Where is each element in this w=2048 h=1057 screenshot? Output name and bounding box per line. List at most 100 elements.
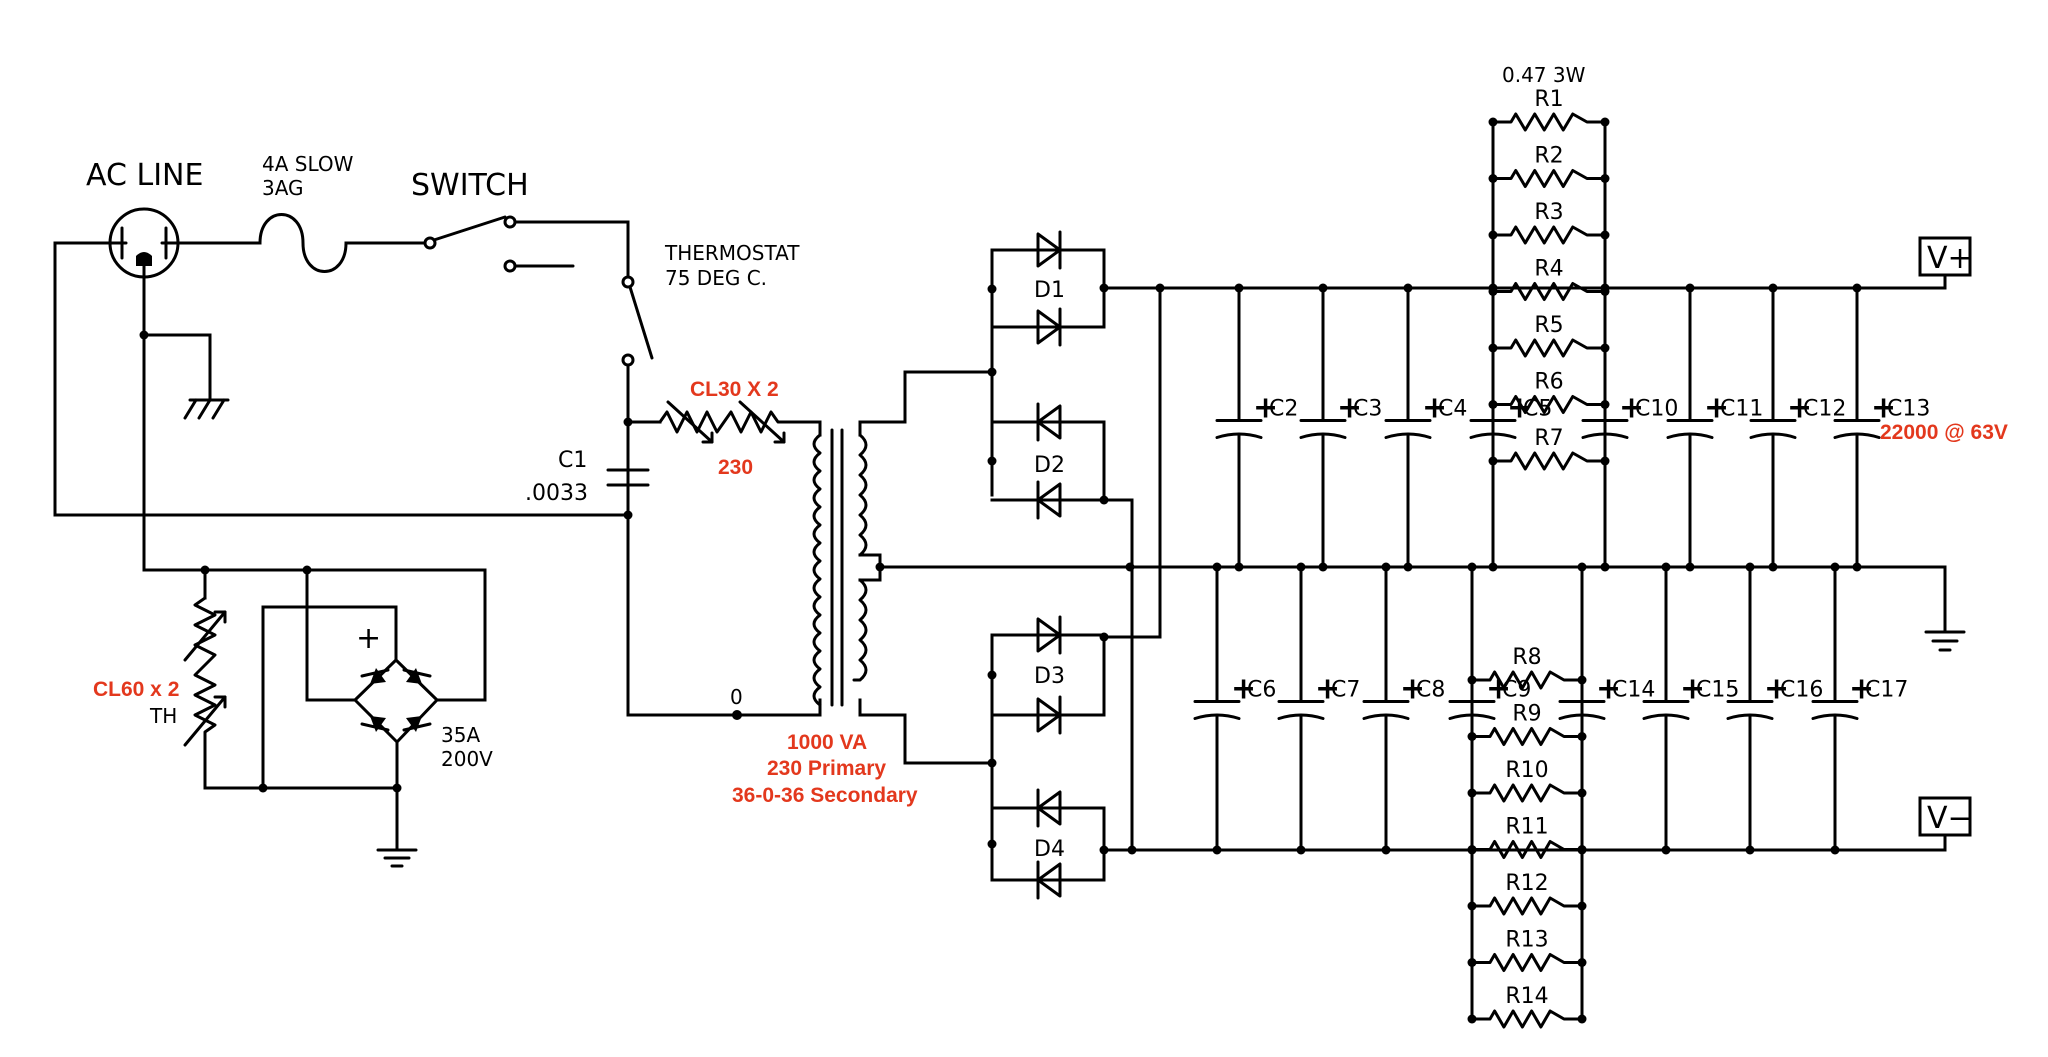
- junction-dot: [1852, 562, 1862, 572]
- capacitor-label: C7: [1331, 678, 1360, 703]
- ac-line-label: AC LINE: [86, 158, 203, 193]
- th-label: TH: [149, 704, 177, 728]
- polarity-plus: +: [1337, 391, 1362, 426]
- junction-dot: [139, 330, 149, 340]
- polarity-plus: +: [1596, 672, 1621, 707]
- capacitor-c8-icon: +C8: [1362, 565, 1445, 852]
- bridge-plus-label: +: [356, 621, 381, 656]
- diode-4-icon: [1036, 788, 1062, 900]
- capacitor-c1-icon: [606, 468, 650, 487]
- junction-dot: [1467, 901, 1477, 911]
- junction-dot: [1381, 845, 1391, 855]
- junction-dot: [623, 417, 633, 427]
- junction-dot: [1212, 845, 1222, 855]
- capacitor-c7-icon: +C7: [1277, 565, 1360, 852]
- junction-dot: [1600, 230, 1610, 240]
- resistor-r13-icon: [1470, 953, 1584, 972]
- junction-dot: [1488, 562, 1498, 572]
- power-switch-icon: [423, 215, 575, 273]
- transformer-va-label: 1000 VA: [787, 731, 867, 754]
- bridge-voltage-label: 200V: [441, 747, 493, 771]
- junction-dot: [302, 565, 312, 575]
- resistor-r10-icon: [1470, 783, 1584, 803]
- junction-dot: [1127, 845, 1137, 855]
- polarity-plus: +: [1764, 672, 1789, 707]
- resistor-label: R5: [1534, 313, 1563, 338]
- resistor-r11-icon: [1470, 840, 1584, 859]
- resistor-r8-icon: [1470, 670, 1584, 690]
- junction-dot: [1685, 562, 1695, 572]
- switch-label: SWITCH: [411, 168, 529, 203]
- junction-dot: [392, 783, 402, 793]
- capacitor-c16-icon: +C16: [1726, 565, 1823, 852]
- junction-dot: [258, 783, 268, 793]
- cl30-thermistor-icon: [658, 400, 787, 444]
- junction-dot: [987, 758, 997, 768]
- junction-dot: [1768, 562, 1778, 572]
- junction-dot: [1600, 562, 1610, 572]
- junction-dot: [1212, 562, 1222, 572]
- junction-dot: [1099, 495, 1109, 505]
- v-minus-terminal: [1918, 796, 1972, 837]
- capacitor-label: C17: [1865, 678, 1908, 703]
- diode-label: D2: [1034, 453, 1065, 478]
- capacitor-label: C16: [1780, 678, 1823, 703]
- capacitor-c12-icon: +C12: [1749, 286, 1846, 569]
- bridge-current-label: 35A: [441, 723, 480, 747]
- capacitor-label: C2: [1269, 397, 1298, 422]
- junction-dot: [1488, 283, 1498, 293]
- transformer-icon: [812, 428, 868, 707]
- junction-dot: [1318, 283, 1328, 293]
- junction-dot: [1577, 958, 1587, 967]
- resistor-label: R4: [1534, 257, 1563, 282]
- junction-dot: [1381, 562, 1391, 572]
- cl30-label: CL30 X 2: [690, 378, 779, 401]
- diode-label: D3: [1034, 664, 1065, 689]
- capacitor-label: C4: [1438, 397, 1467, 422]
- capacitor-label: C14: [1612, 678, 1655, 703]
- junction-dot: [1577, 1014, 1587, 1024]
- junction-dot: [1852, 283, 1862, 293]
- junction-dot: [1600, 283, 1610, 293]
- junction-dot: [1234, 283, 1244, 293]
- thermostat-temp-label: 75 DEG C.: [665, 266, 767, 290]
- ground-icon: [376, 848, 418, 868]
- capacitor-label: C12: [1803, 397, 1846, 422]
- capacitor-c10-icon: +C10: [1581, 286, 1678, 569]
- polarity-plus: +: [1871, 391, 1896, 426]
- thermostat-switch-icon: [621, 275, 654, 367]
- diode-3-icon: [1036, 615, 1062, 735]
- capacitor-c9-icon: +C9: [1448, 565, 1531, 852]
- resistor-label: R3: [1534, 200, 1563, 225]
- polarity-plus: +: [1422, 391, 1447, 426]
- junction-dot: [623, 510, 633, 520]
- capacitor-c17-icon: +C17: [1811, 565, 1908, 852]
- junction-dot: [1577, 845, 1587, 855]
- junction-dot: [1600, 174, 1610, 183]
- resistor-r4-icon: [1491, 282, 1607, 301]
- junction-dot: [875, 562, 885, 572]
- junction-dot: [1488, 117, 1498, 127]
- resistor-r5-icon: [1491, 338, 1607, 358]
- output-ground-icon: [1924, 630, 1966, 652]
- junction-dot: [1577, 562, 1587, 572]
- resistor-r7-icon: [1491, 451, 1607, 471]
- resistor-r14-icon: [1470, 1009, 1584, 1029]
- capacitor-label: C11: [1720, 397, 1763, 422]
- junction-dot: [1488, 174, 1498, 183]
- junction-dot: [987, 456, 997, 466]
- junction-dot: [1234, 562, 1244, 572]
- chassis-ground-icon: [183, 398, 230, 420]
- junction-dot: [1745, 562, 1755, 572]
- junction-dot: [1830, 845, 1840, 855]
- capacitor-label: C10: [1635, 397, 1678, 422]
- fuse-icon: [258, 213, 348, 273]
- junction-dot: [200, 565, 210, 575]
- junction-dot: [1685, 283, 1695, 293]
- capacitor-c15-icon: +C15: [1642, 565, 1739, 852]
- junction-dot: [1577, 901, 1587, 911]
- polarity-plus: +: [1849, 672, 1874, 707]
- resistor-label: R1: [1534, 87, 1563, 112]
- junction-dot: [1125, 562, 1135, 572]
